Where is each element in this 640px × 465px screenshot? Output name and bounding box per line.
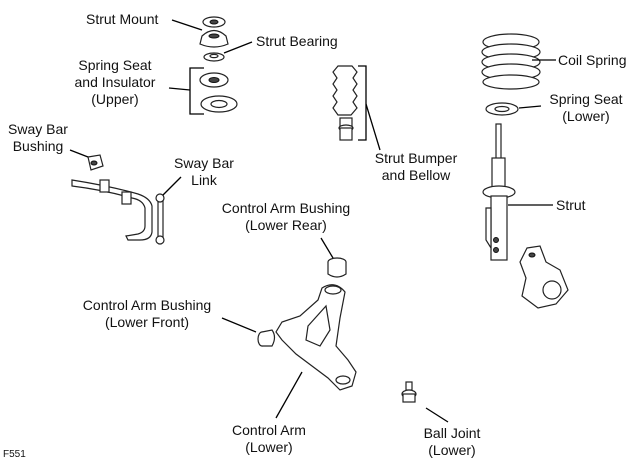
sway-bar-link-part — [155, 193, 165, 245]
label-sway-bar-link: Sway Bar Link — [172, 155, 236, 189]
label-ca-bushing-rear-line2: (Lower Rear) — [245, 217, 327, 233]
control-arm-bushing-front-part — [257, 329, 276, 347]
label-ca-bushing-front-line1: Control Arm Bushing — [82, 297, 212, 313]
label-strut-mount: Strut Mount — [86, 11, 159, 27]
label-spring-seat-lower-line2: (Lower) — [562, 108, 610, 124]
steering-knuckle-part — [519, 245, 569, 309]
spring-seat-lower-part — [485, 102, 519, 116]
label-sway-bar-bushing-line1: Sway Bar — [8, 121, 68, 137]
label-coil-spring: Coil Spring — [558, 52, 627, 68]
label-spring-seat-upper-line3: (Upper) — [91, 91, 139, 107]
spring-seat-upper-part — [199, 72, 238, 113]
label-strut-bumper-bellow: Strut Bumper and Bellow — [366, 150, 466, 184]
label-ball-joint-line1: Ball Joint — [423, 425, 481, 441]
label-ball-joint: Ball Joint (Lower) — [412, 425, 492, 459]
label-strut-bumper-line1: Strut Bumper — [374, 150, 458, 166]
sway-bar-bushing-part — [87, 154, 104, 171]
ball-joint-part — [401, 381, 417, 403]
label-control-arm-line2: (Lower) — [245, 439, 293, 455]
label-spring-seat-upper-line1: Spring Seat — [78, 57, 152, 73]
label-sway-bar-link-line2: Link — [191, 172, 217, 188]
label-control-arm-bushing-rear: Control Arm Bushing (Lower Rear) — [212, 200, 360, 234]
label-strut: Strut — [556, 197, 586, 213]
strut-mount-part — [199, 16, 229, 48]
label-ca-bushing-front-line2: (Lower Front) — [104, 314, 190, 330]
label-spring-seat-lower: Spring Seat (Lower) — [543, 91, 629, 125]
label-ball-joint-line2: (Lower) — [428, 442, 476, 458]
strut-bumper-bellow-part — [332, 65, 358, 141]
strut-bearing-part — [203, 52, 225, 62]
label-spring-seat-upper-line2: and Insulator — [74, 74, 156, 90]
label-sway-bar-link-line1: Sway Bar — [174, 155, 234, 171]
label-sway-bar-bushing: Sway Bar Bushing — [6, 121, 70, 155]
label-strut-bumper-line2: and Bellow — [381, 167, 451, 183]
figure-id: F551 — [3, 449, 26, 460]
label-spring-seat-lower-line1: Spring Seat — [549, 91, 623, 107]
control-arm-bushing-rear-part — [327, 257, 347, 278]
strut-part — [482, 123, 516, 261]
label-control-arm-bushing-front: Control Arm Bushing (Lower Front) — [72, 297, 222, 331]
label-spring-seat-upper: Spring Seat and Insulator (Upper) — [62, 57, 168, 108]
label-sway-bar-bushing-line2: Bushing — [12, 138, 64, 154]
sway-bar-part — [71, 179, 153, 241]
label-strut-bearing: Strut Bearing — [256, 33, 338, 49]
control-arm-part — [275, 284, 357, 391]
label-ca-bushing-rear-line1: Control Arm Bushing — [221, 200, 351, 216]
label-control-arm: Control Arm (Lower) — [222, 422, 316, 456]
label-control-arm-line1: Control Arm — [232, 422, 306, 438]
coil-spring-part — [481, 33, 541, 90]
